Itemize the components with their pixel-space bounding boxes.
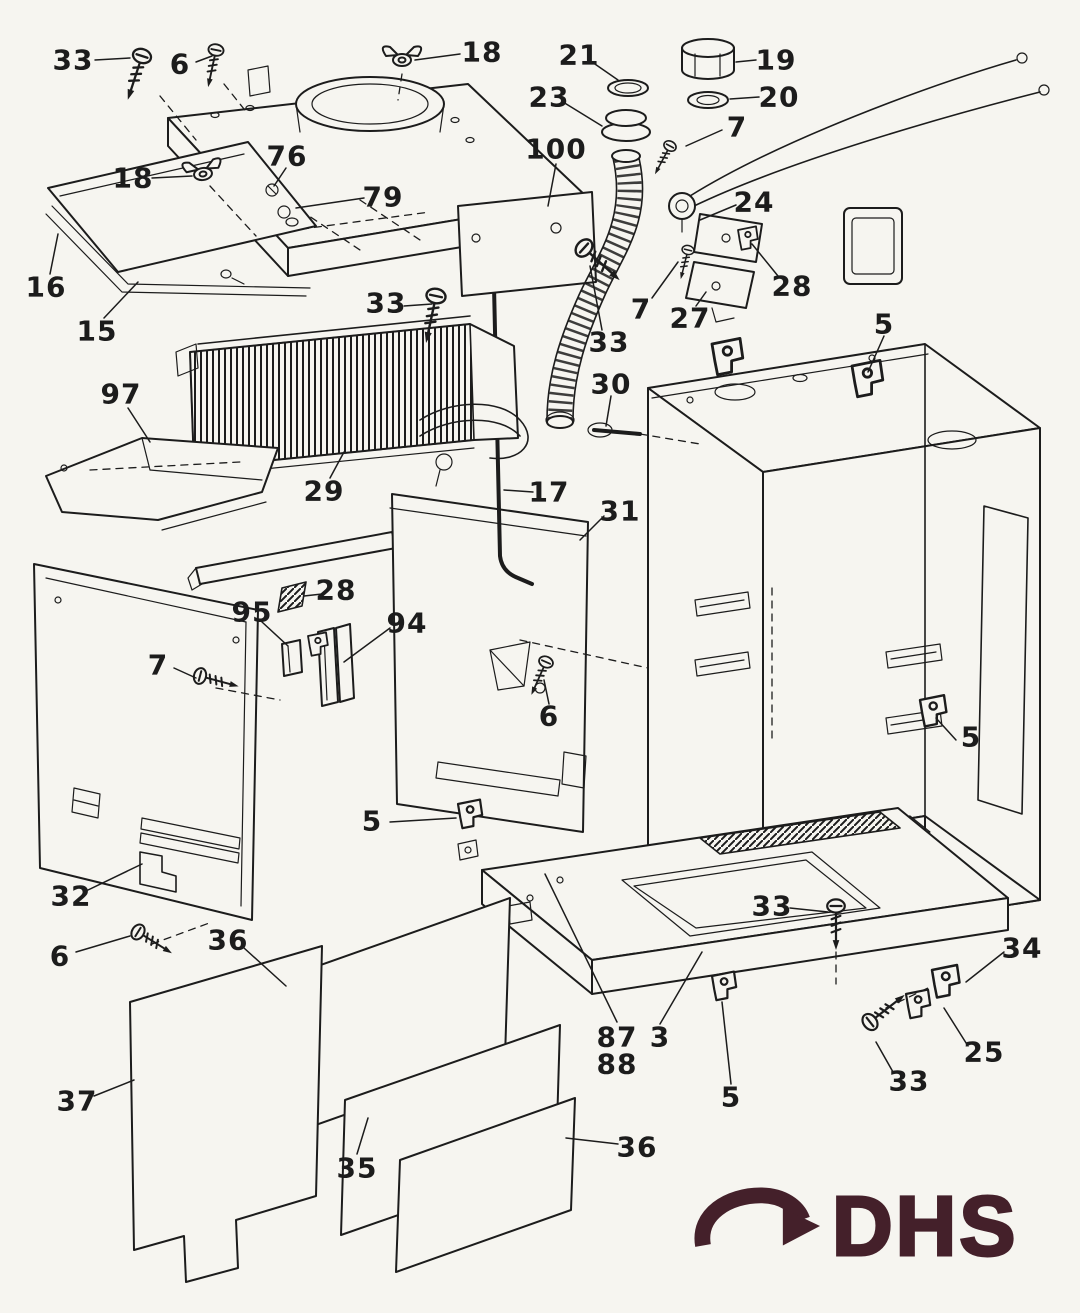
callout-18-2: 18 bbox=[461, 35, 503, 69]
wall-plate bbox=[843, 207, 903, 285]
panel-36-front bbox=[395, 1097, 576, 1273]
callout-95-27: 95 bbox=[231, 595, 273, 629]
callout-5-43: 5 bbox=[720, 1080, 742, 1114]
callout-5-31: 5 bbox=[960, 720, 982, 754]
callout-87-38: 87 bbox=[596, 1020, 638, 1054]
screw-79 bbox=[277, 205, 291, 219]
callout-33-19: 33 bbox=[588, 325, 630, 359]
bracket-plate-100 bbox=[457, 191, 597, 297]
callout-7-14: 7 bbox=[630, 292, 652, 326]
flue-hose bbox=[548, 155, 642, 421]
callout-36-35: 36 bbox=[207, 923, 249, 957]
washer-20 bbox=[687, 91, 729, 109]
callout-30-21: 30 bbox=[590, 367, 632, 401]
lid-panel-15 bbox=[45, 141, 317, 297]
rod-30 bbox=[592, 428, 701, 445]
dhs-logo-mark bbox=[694, 1187, 820, 1247]
rail-and-channel bbox=[187, 531, 397, 707]
side-cutout bbox=[977, 505, 1029, 815]
callout-33-42: 33 bbox=[888, 1064, 930, 1098]
callout-34-37: 34 bbox=[1001, 931, 1043, 965]
callout-3-40: 3 bbox=[649, 1020, 671, 1054]
callout-35-45: 35 bbox=[336, 1151, 378, 1185]
callout-37-44: 37 bbox=[56, 1084, 98, 1118]
leader-lines bbox=[49, 53, 1005, 1155]
callout-7-7: 7 bbox=[726, 110, 748, 144]
insulation-panels bbox=[129, 897, 576, 1283]
heat-exchanger-29 bbox=[175, 315, 613, 487]
callout-6-30: 6 bbox=[538, 699, 560, 733]
side-panel-32 bbox=[33, 563, 259, 921]
nut-19 bbox=[681, 38, 735, 80]
callout-16-16: 16 bbox=[25, 270, 67, 304]
callout-33-34: 33 bbox=[751, 889, 793, 923]
deflector-97 bbox=[45, 437, 279, 531]
callout-100-8: 100 bbox=[525, 132, 587, 166]
callout-24-12: 24 bbox=[733, 185, 775, 219]
callout-28-13: 28 bbox=[771, 269, 813, 303]
callout-88-39: 88 bbox=[596, 1047, 638, 1081]
callout-21-3: 21 bbox=[558, 38, 600, 72]
callout-6-1: 6 bbox=[169, 47, 191, 81]
callout-94-28: 94 bbox=[386, 606, 428, 640]
callout-15-17: 15 bbox=[76, 314, 118, 348]
flue-collar bbox=[295, 76, 445, 133]
callout-29-23: 29 bbox=[303, 474, 345, 508]
callout-31-25: 31 bbox=[599, 494, 641, 528]
callout-5-32: 5 bbox=[361, 804, 383, 838]
vent-louvers-left bbox=[694, 591, 751, 677]
callout-76-10: 76 bbox=[266, 139, 308, 173]
washer-21 bbox=[607, 79, 649, 97]
callout-19-5: 19 bbox=[755, 43, 797, 77]
callout-18-9: 18 bbox=[112, 161, 154, 195]
callout-27-15: 27 bbox=[669, 301, 711, 335]
callout-79-11: 79 bbox=[362, 180, 404, 214]
callout-25-41: 25 bbox=[963, 1035, 1005, 1069]
callout-23-4: 23 bbox=[528, 80, 570, 114]
inner-panel-31 bbox=[389, 493, 649, 861]
dhs-logo-text: DHS bbox=[830, 1179, 1019, 1273]
thermostat-assembly bbox=[668, 52, 1050, 323]
panel-37 bbox=[129, 945, 323, 1283]
callout-32-33: 32 bbox=[50, 879, 92, 913]
callout-28-26: 28 bbox=[315, 573, 357, 607]
screw-76 bbox=[265, 183, 279, 197]
callout-33-18: 33 bbox=[365, 286, 407, 320]
callout-36-46: 36 bbox=[616, 1130, 658, 1164]
wire-1 bbox=[689, 59, 1017, 197]
callout-17-24: 17 bbox=[528, 475, 570, 509]
callout-5-20: 5 bbox=[873, 307, 895, 341]
wire-2 bbox=[693, 91, 1041, 207]
base-tray bbox=[481, 807, 1009, 1035]
callout-20-6: 20 bbox=[758, 80, 800, 114]
callout-33-0: 33 bbox=[52, 43, 94, 77]
callout-6-36: 6 bbox=[49, 939, 71, 973]
dhs-logo: DHS bbox=[690, 1179, 1019, 1273]
flue-hose-assembly bbox=[546, 38, 735, 429]
callout-97-22: 97 bbox=[100, 377, 142, 411]
callout-7-29: 7 bbox=[147, 648, 169, 682]
